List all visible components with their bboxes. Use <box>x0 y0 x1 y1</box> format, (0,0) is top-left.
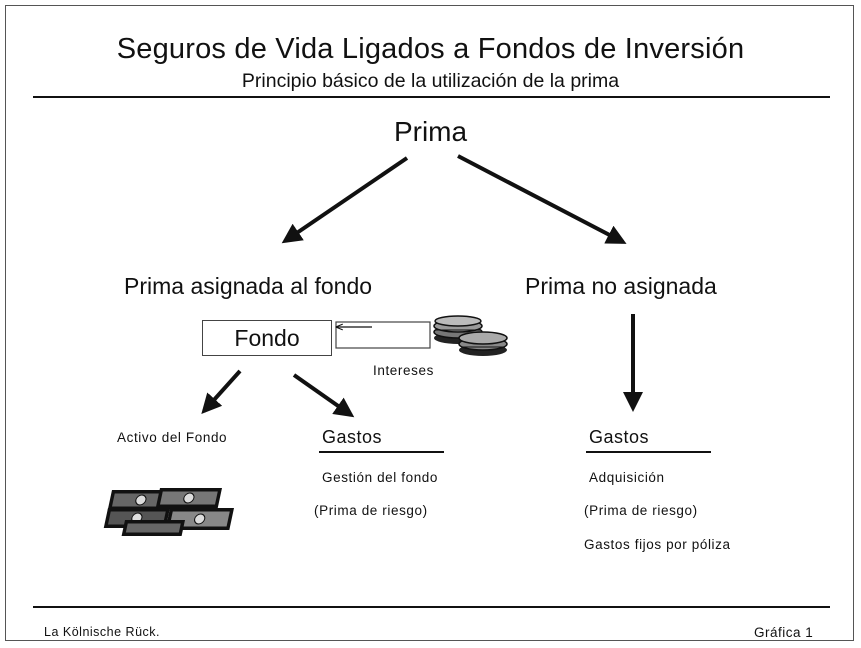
footer-company: La Kölnische Rück. <box>44 625 161 639</box>
left-expenses-title: Gastos <box>322 427 383 447</box>
arrow-prima-to-asignada <box>281 156 409 244</box>
slide-frame <box>5 5 854 641</box>
banknotes-bundle-icon <box>103 488 234 536</box>
arrow-fondo-to-activo <box>201 369 242 414</box>
right-expenses-underline <box>586 451 711 453</box>
arrow-prima-to-no-asignada <box>457 154 627 244</box>
interest-label: Intereses <box>373 363 434 378</box>
right-expense-item: Gastos fijos por póliza <box>584 537 731 552</box>
branch-prima-asignada: Prima asignada al fondo <box>124 273 373 299</box>
left-expenses-underline <box>319 451 444 453</box>
fund-box: Fondo <box>202 320 332 356</box>
interest-flow-rect <box>335 321 431 349</box>
arrow-fondo-to-gastos <box>292 373 355 418</box>
left-expense-item: Gestión del fondo <box>322 470 439 485</box>
right-expense-item: Adquisición <box>589 470 665 485</box>
title-divider <box>33 96 830 98</box>
fund-assets-label: Activo del Fondo <box>117 430 228 445</box>
right-expense-item: (Prima de riesgo) <box>584 503 698 518</box>
slide-title: Seguros de Vida Ligados a Fondos de Inve… <box>116 33 745 65</box>
left-expense-item: (Prima de riesgo) <box>314 503 428 518</box>
footer-divider <box>33 606 830 608</box>
root-node-prima: Prima <box>393 116 468 147</box>
slide-subtitle: Principio básico de la utilización de la… <box>241 70 620 92</box>
coins-stack-icon <box>433 315 508 356</box>
footer-figure-number: Gráfica 1 <box>754 625 814 640</box>
branch-prima-no-asignada: Prima no asignada <box>525 273 717 299</box>
right-expenses-title: Gastos <box>589 427 650 447</box>
